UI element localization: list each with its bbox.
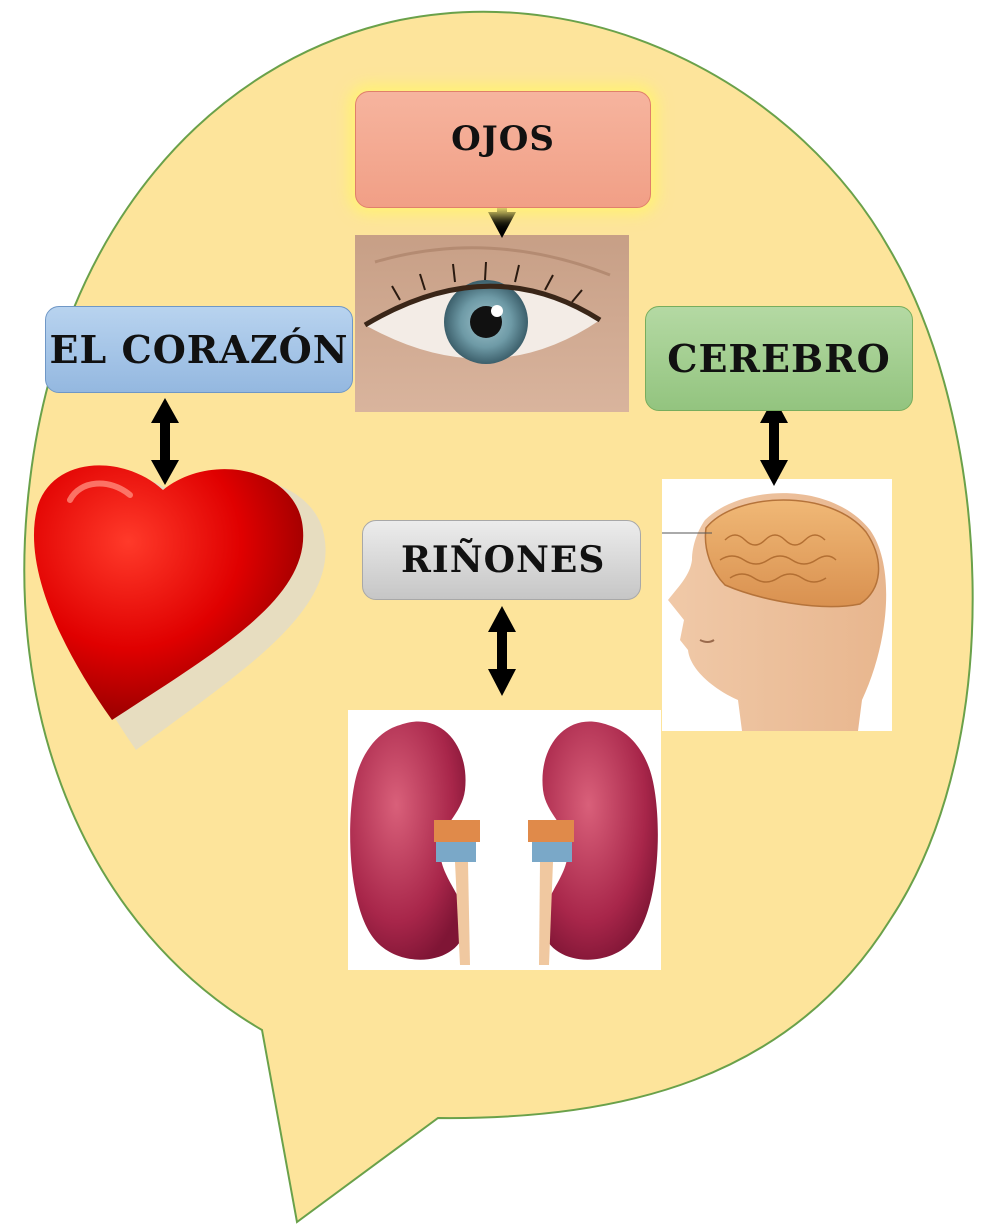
brain-head-image [662,479,892,731]
label-rinones-text: RIÑONES [401,539,605,581]
label-corazon-text: EL CORAZÓN [50,327,349,372]
label-cerebro-text: CEREBRO [667,336,891,381]
label-rinones: RIÑONES [362,520,641,600]
label-ojos-text: OJOS [451,119,555,159]
eye-image [355,235,629,412]
kidneys-image [348,710,661,970]
label-corazon: EL CORAZÓN [45,306,353,393]
label-ojos: OJOS [355,91,651,208]
label-cerebro: CEREBRO [645,306,913,411]
